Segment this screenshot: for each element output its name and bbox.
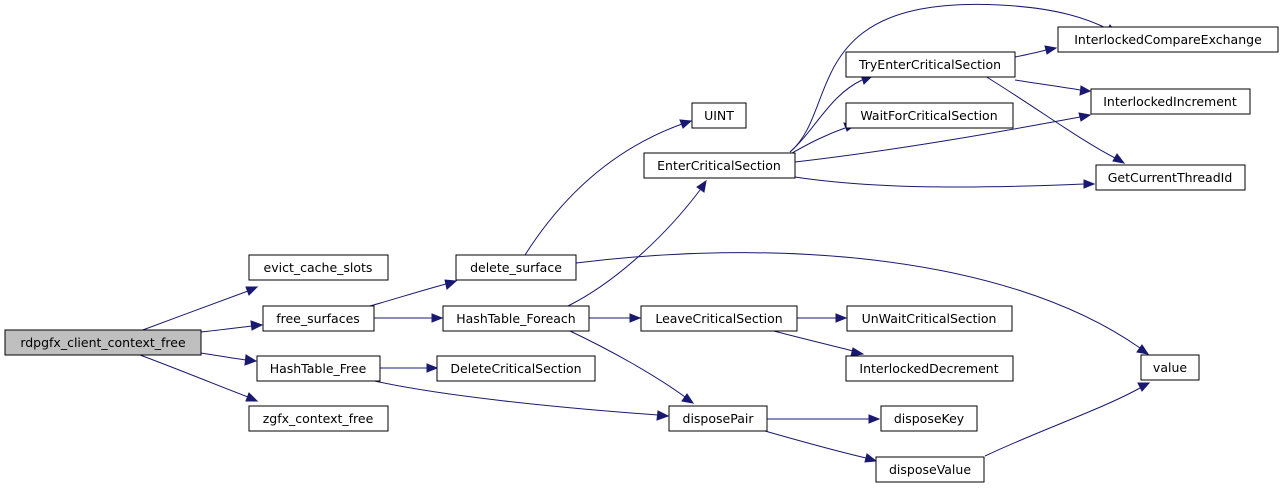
node-label: UnWaitCriticalSection — [862, 311, 997, 326]
node-waitforcriticalsection[interactable]: WaitForCriticalSection — [845, 102, 1014, 129]
node-label: InterlockedDecrement — [859, 361, 998, 376]
node-tryentercriticalsection[interactable]: TryEnterCriticalSection — [845, 51, 1016, 78]
edge-trventercriticalsection-to-getcurrentthreadid — [984, 75, 1126, 164]
node-label: LeaveCriticalSection — [655, 311, 782, 326]
node-label: HashTable_Free — [270, 361, 367, 376]
edge-hashtable-foreach-to-disposepair — [569, 330, 695, 404]
node-label: InterlockedIncrement — [1103, 94, 1237, 109]
node-deletecriticalsection[interactable]: DeleteCriticalSection — [436, 355, 596, 382]
edge-root-to-zgfx-context-free — [139, 354, 259, 402]
node-zgfx-context-free[interactable]: zgfx_context_free — [248, 405, 389, 432]
node-label: disposePair — [683, 411, 755, 426]
node-label: UINT — [704, 108, 734, 123]
node-hashtable-foreach[interactable]: HashTable_Foreach — [442, 305, 590, 332]
node-label: delete_surface — [470, 260, 562, 275]
edge-hashtable-foreach-to-entercriticalsection — [567, 179, 707, 307]
node-label: value — [1153, 360, 1187, 375]
node-label: zgfx_context_free — [263, 411, 374, 426]
edge-disposepair-to-disposekey — [767, 414, 881, 424]
node-value[interactable]: value — [1140, 354, 1200, 381]
edge-trventercriticalsection-to-interlockedincrement — [1014, 79, 1092, 96]
node-label: WaitForCriticalSection — [860, 108, 997, 123]
node-label: GetCurrentThreadId — [1108, 170, 1233, 185]
nodes-layer: rdpgfx_client_context_free evict_cache_s… — [4, 26, 1279, 483]
edge-root-to-evict-cache-slots — [139, 286, 259, 332]
node-label: EnterCriticalSection — [657, 158, 781, 173]
node-interlockedcompareexchange[interactable]: InterlockedCompareExchange — [1057, 26, 1279, 53]
node-evict-cache-slots[interactable]: evict_cache_slots — [248, 254, 389, 281]
node-hashtable-free[interactable]: HashTable_Free — [256, 355, 381, 382]
edge-root-to-hashtable-free — [200, 352, 258, 366]
edge-hashtable-free-to-deletecriticalsection — [380, 363, 439, 373]
node-disposepair[interactable]: disposePair — [668, 405, 768, 432]
node-label: HashTable_Foreach — [456, 311, 575, 326]
edge-leavecriticalsection-to-unwaitcriticalsection — [797, 313, 848, 323]
edge-delete-surface-to-value — [575, 252, 1150, 355]
node-label: rdpgfx_client_context_free — [20, 335, 186, 350]
edge-leavecriticalsection-to-interlockeddecrement — [769, 329, 865, 357]
node-label: InterlockedCompareExchange — [1074, 32, 1262, 47]
edge-root-to-free-surfaces — [200, 320, 264, 333]
node-uint[interactable]: UINT — [691, 102, 747, 129]
node-label: DeleteCriticalSection — [450, 361, 581, 376]
node-delete-surface[interactable]: delete_surface — [455, 254, 577, 281]
node-label: evict_cache_slots — [264, 260, 373, 275]
node-rdpgfx-client-context-free[interactable]: rdpgfx_client_context_free — [4, 329, 202, 356]
edge-free-surfaces-to-delete-surface — [369, 279, 458, 307]
edges-layer — [139, 3, 1151, 463]
node-disposevalue[interactable]: disposeValue — [875, 456, 985, 483]
node-getcurrentthreadid[interactable]: GetCurrentThreadId — [1095, 164, 1246, 191]
edge-trventercriticalsection-to-interlockedcompareexchange — [1014, 45, 1058, 58]
node-label: disposeKey — [894, 411, 965, 426]
edge-delete-surface-to-uint — [524, 119, 693, 256]
edge-free-surfaces-to-hashtable-foreach — [374, 313, 444, 323]
node-interlockedincrement[interactable]: InterlockedIncrement — [1090, 88, 1251, 115]
node-label: disposeValue — [889, 462, 971, 477]
edge-hashtable-foreach-to-leavecriticalsection — [589, 313, 642, 323]
edge-disposevalue-to-value — [984, 382, 1151, 457]
edge-entercriticalsection-to-interlockedincrement — [794, 112, 1092, 163]
node-label: free_surfaces — [276, 311, 360, 326]
edge-disposepair-to-disposevalue — [764, 430, 878, 463]
node-leavecriticalsection[interactable]: LeaveCriticalSection — [640, 305, 798, 332]
node-unwaitcriticalsection[interactable]: UnWaitCriticalSection — [846, 305, 1013, 332]
node-entercriticalsection[interactable]: EnterCriticalSection — [643, 152, 796, 179]
node-interlockeddecrement[interactable]: InterlockedDecrement — [845, 355, 1014, 382]
node-label: TryEnterCriticalSection — [858, 57, 1001, 72]
node-disposekey[interactable]: disposeKey — [880, 405, 978, 432]
edge-entercriticalsection-to-getcurrentthreadid — [794, 176, 1096, 189]
edge-hashtable-free-to-disposepair — [369, 379, 670, 421]
node-free-surfaces[interactable]: free_surfaces — [262, 305, 375, 332]
